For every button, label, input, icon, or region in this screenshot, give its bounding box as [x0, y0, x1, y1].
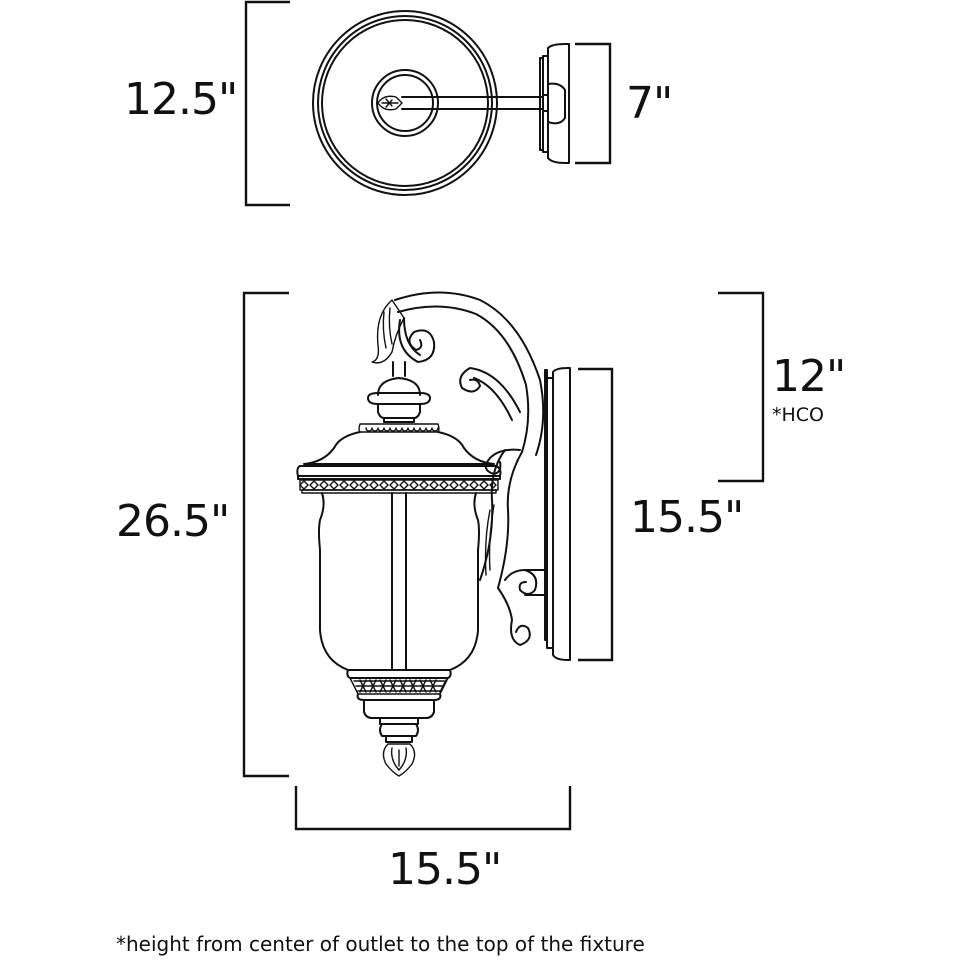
depth-dimension-label: 12.5": [124, 74, 238, 125]
side-view: [242, 291, 765, 831]
backplate-height-bracket: [578, 367, 614, 662]
hco-dimension-label: 12": [772, 351, 846, 402]
hco-footnote: *height from center of outlet to the top…: [116, 932, 645, 956]
backplate-height-label: 15.5": [630, 492, 744, 543]
depth-bracket: [244, 0, 290, 207]
hco-bracket: [718, 291, 765, 483]
width-bracket: [294, 786, 572, 831]
height-dimension-label: 26.5": [116, 496, 230, 547]
hco-note-marker: *HCO: [772, 404, 825, 426]
backplate-width-label: 7": [626, 78, 673, 129]
top-view: [244, 0, 612, 207]
width-dimension-label: 15.5": [388, 844, 502, 895]
height-bracket: [242, 291, 289, 778]
backplate-bracket: [575, 42, 612, 165]
